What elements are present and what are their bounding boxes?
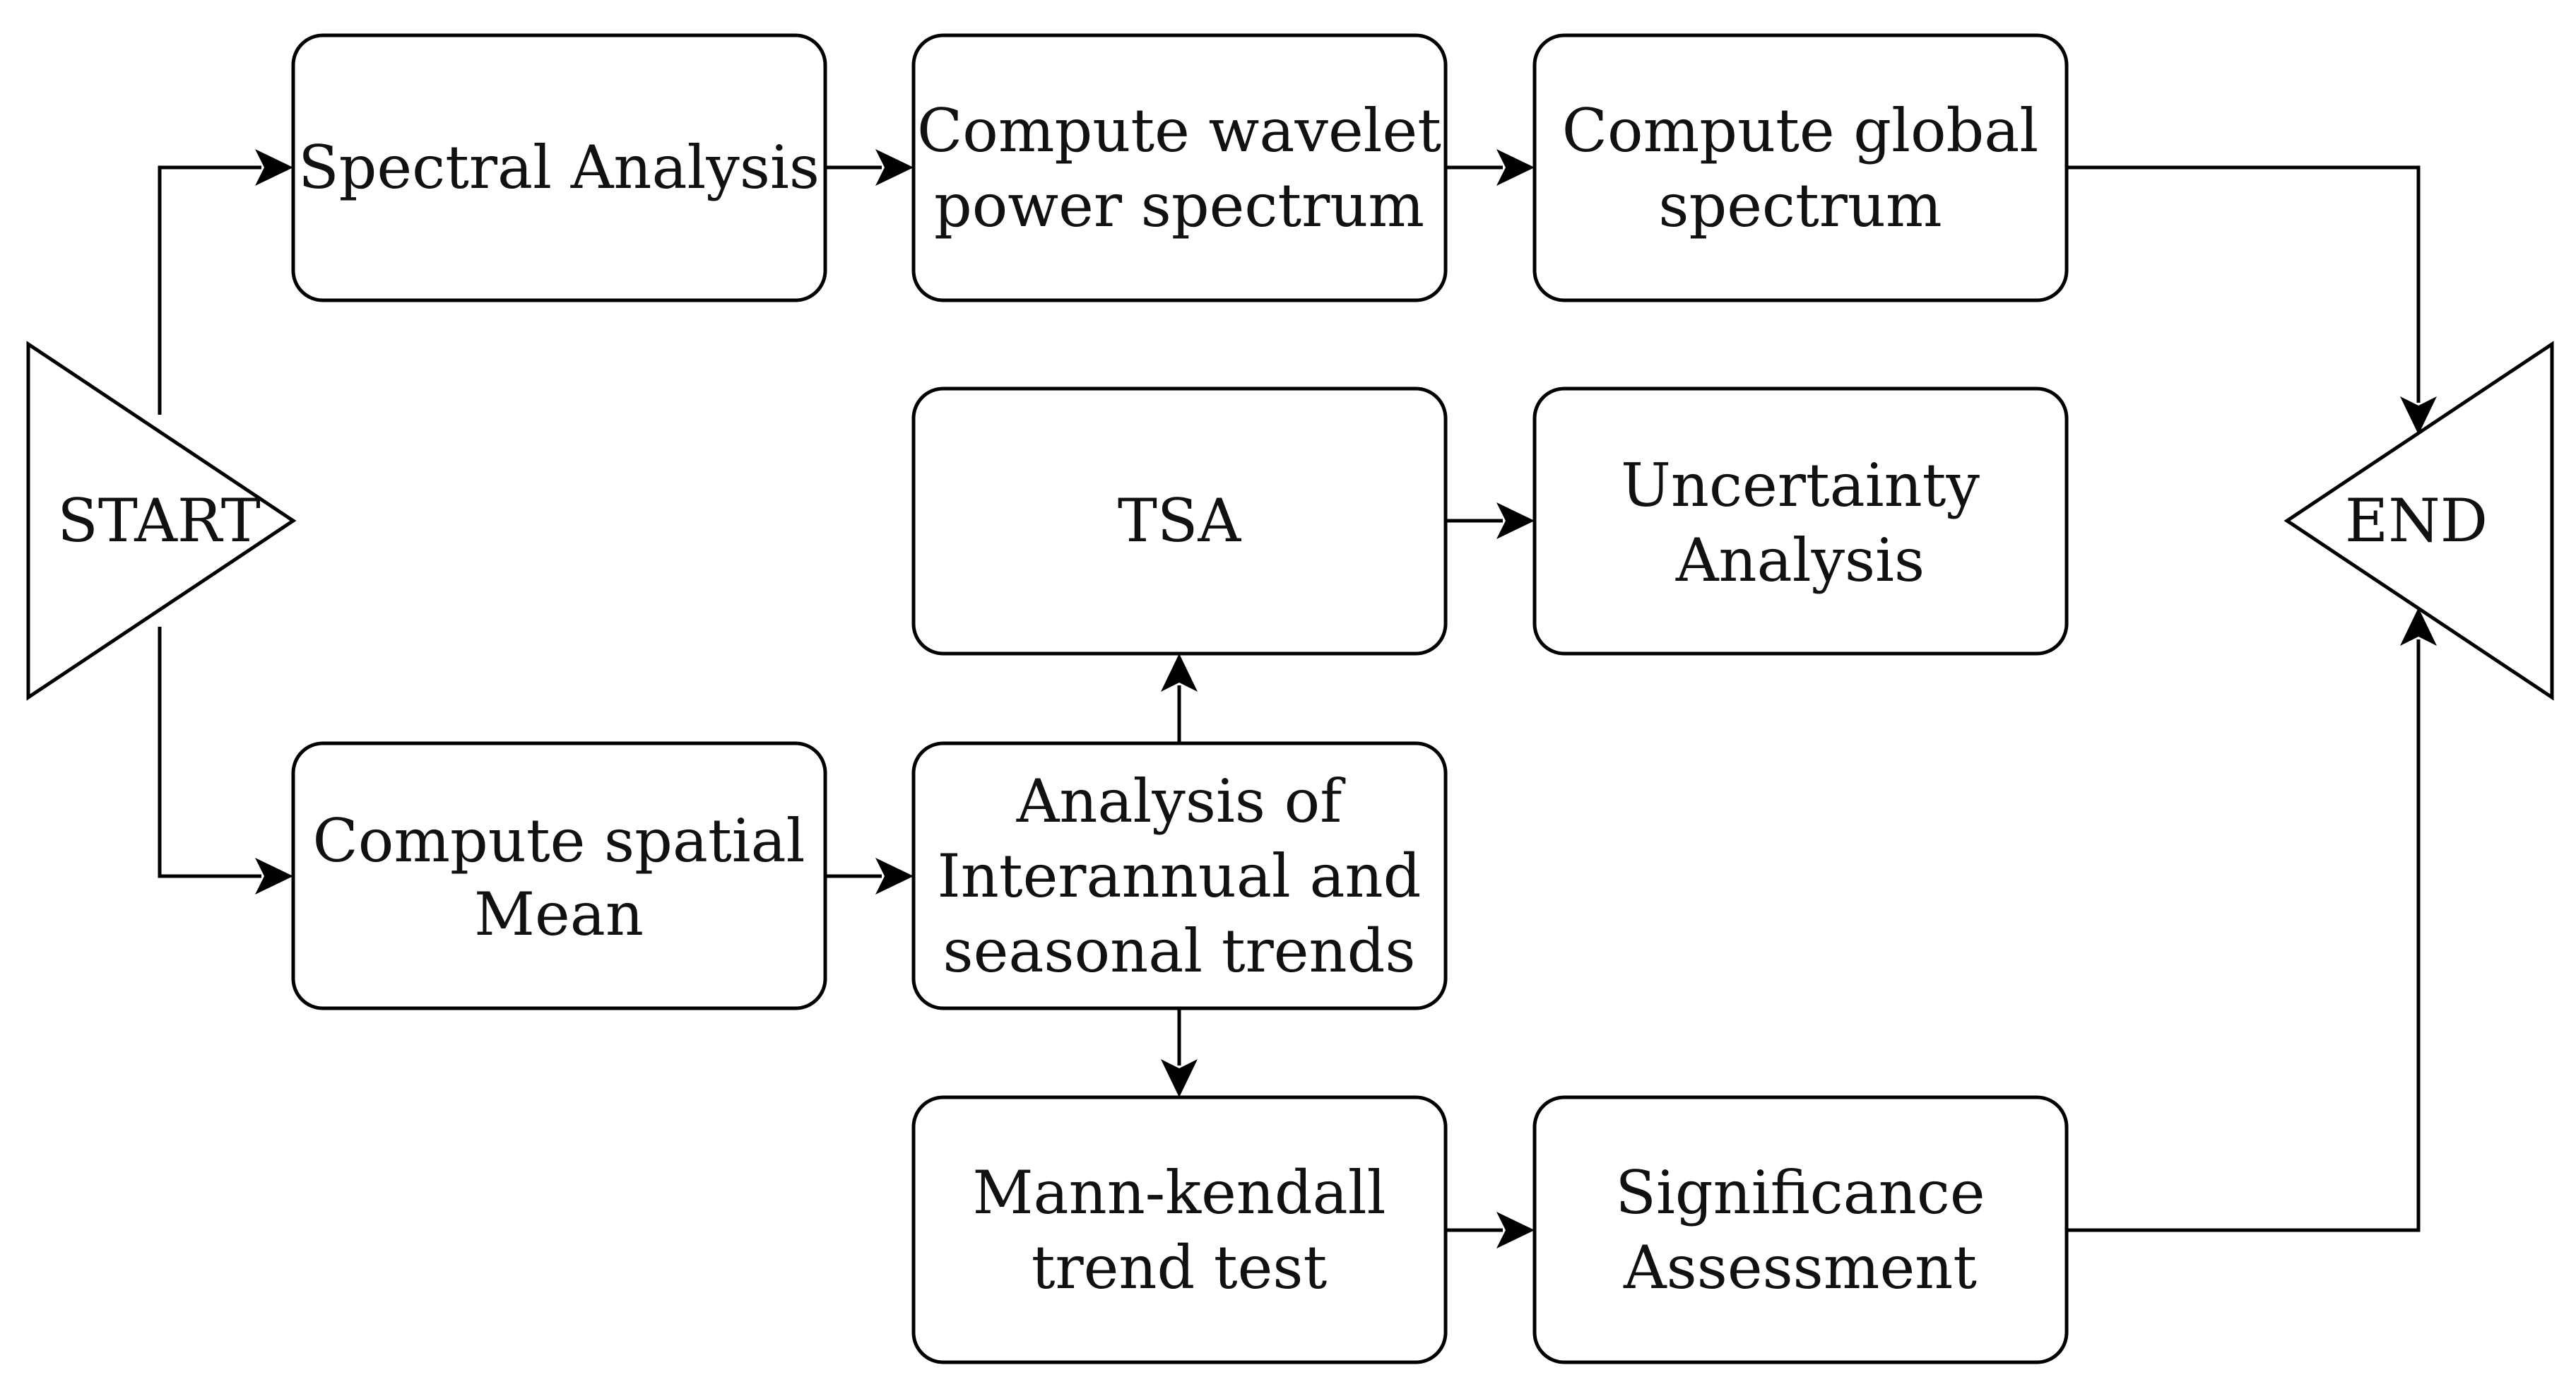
connector-wavelet-power-to-global-spectrum (1446, 149, 1535, 186)
interannual-label-line1: Analysis of (1016, 767, 1347, 836)
uncertainty-label-line1: Uncertainty (1621, 451, 1980, 520)
connector-start-to-spatial-mean (158, 627, 293, 895)
interannual-box: Analysis of Interannual and seasonal tre… (911, 741, 1448, 1010)
start-label: START (57, 486, 260, 555)
spatial-mean-label-line1: Compute spatial (312, 806, 805, 875)
connector-tsa-to-uncertainty (1446, 502, 1535, 539)
spectral-analysis-box: Spectral Analysis (291, 33, 827, 302)
connector-start-to-spectral-analysis (158, 149, 293, 415)
uncertainty-box: Uncertainty Analysis (1532, 386, 2069, 656)
tsa-box: TSA (911, 386, 1448, 656)
significance-box: Significance Assessment (1532, 1095, 2069, 1364)
mann-kendall-box: Mann-kendall trend test (911, 1095, 1448, 1364)
global-spectrum-label-line2: spectrum (1658, 171, 1942, 240)
mann-kendall-label-line1: Mann-kendall (973, 1158, 1386, 1227)
spectral-analysis-label: Spectral Analysis (298, 133, 820, 202)
end-terminal: END (2283, 341, 2554, 701)
interannual-label-line2: Interannual and (938, 842, 1422, 911)
connector-interannual-to-tsa (1161, 654, 1198, 743)
start-terminal: START (26, 341, 297, 701)
wavelet-power-label-line1: Compute wavelet (917, 96, 1441, 165)
connector-global-spectrum-to-end (2067, 165, 2437, 435)
tsa-label: TSA (1118, 486, 1242, 555)
connector-spectral-analysis-to-wavelet-power (825, 149, 914, 186)
significance-label-line1: Significance (1615, 1158, 1985, 1227)
spatial-mean-box: Compute spatial Mean (291, 741, 827, 1010)
connector-interannual-to-mann-kendall (1161, 1008, 1198, 1097)
global-spectrum-label-line1: Compute global (1562, 96, 2038, 165)
wavelet-power-box: Compute wavelet power spectrum (911, 33, 1448, 302)
uncertainty-label-line2: Analysis (1675, 526, 1925, 595)
end-label: END (2345, 486, 2488, 555)
spatial-mean-label-line2: Mean (474, 880, 644, 949)
interannual-label-line3: seasonal trends (943, 916, 1416, 986)
connector-mann-kendall-to-significance (1446, 1212, 1535, 1249)
significance-label-line2: Assessment (1623, 1233, 1977, 1302)
global-spectrum-box: Compute global spectrum (1532, 33, 2069, 302)
connector-spatial-mean-to-interannual (825, 858, 914, 895)
mann-kendall-label-line2: trend test (1032, 1233, 1328, 1302)
connector-significance-to-end (2067, 608, 2437, 1232)
wavelet-power-label-line2: power spectrum (934, 171, 1424, 240)
